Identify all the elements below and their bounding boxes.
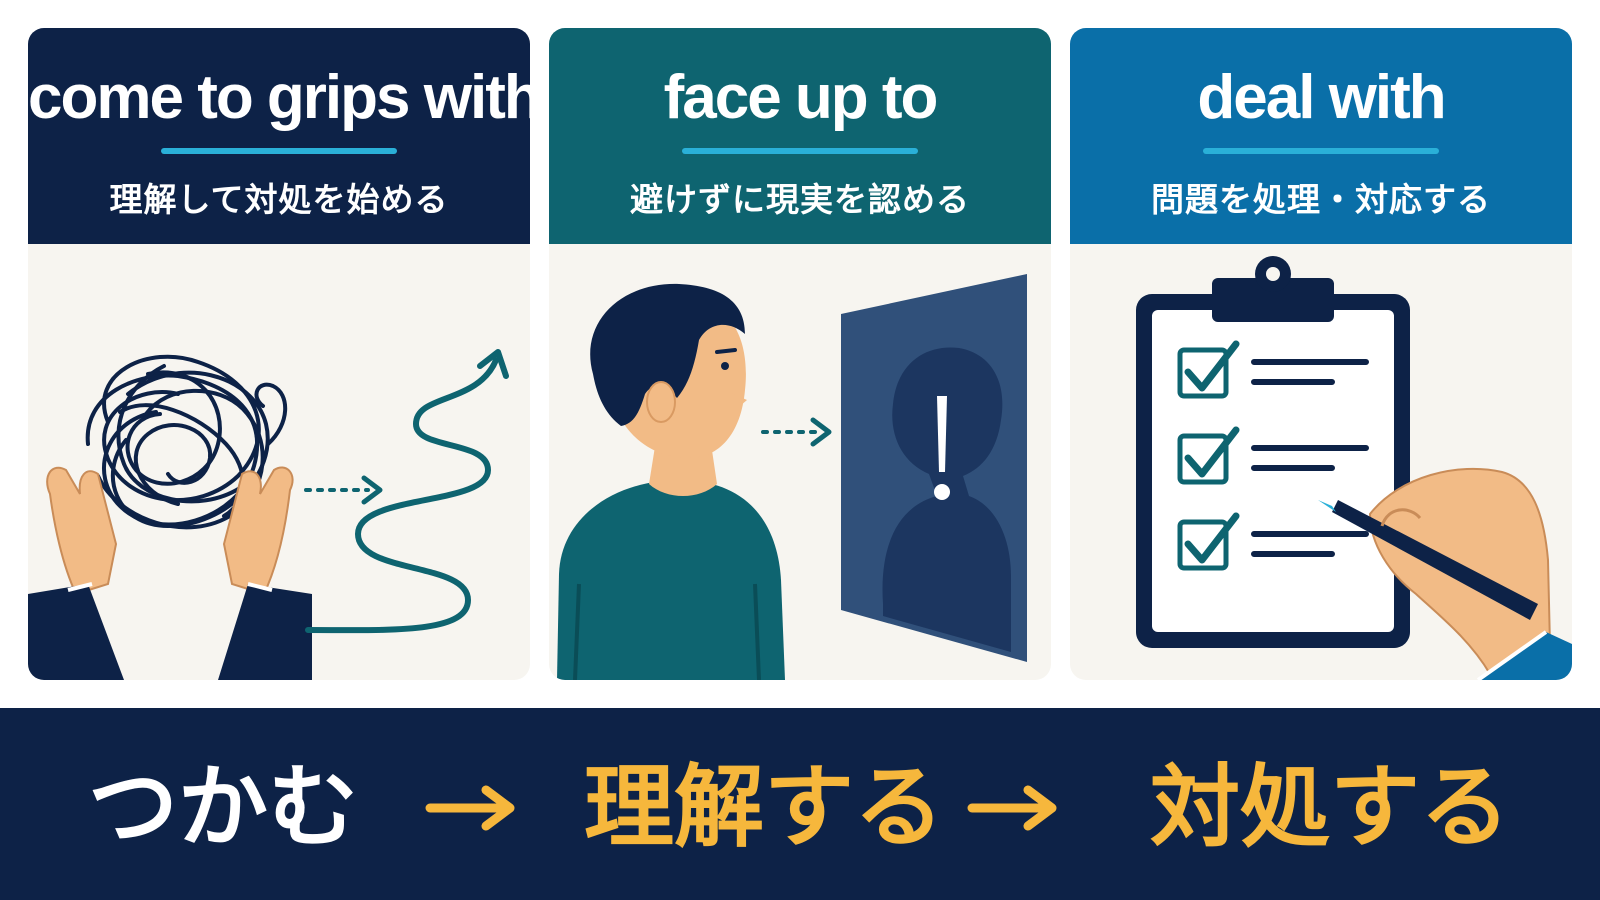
phrase-underline: [1203, 148, 1439, 154]
phrase-underline: [161, 148, 397, 154]
winding-path-icon: [305, 349, 509, 634]
card-header: face up to 避けずに現実を認める: [549, 28, 1051, 244]
clipboard-icon: [1136, 256, 1410, 648]
hand-writing-pen-icon: [1318, 467, 1572, 680]
tangled-yarn-to-path-icon: [28, 349, 509, 680]
card-header: come to grips with 理解して対処を始める: [28, 28, 530, 244]
card-meaning: 問題を処理・対応する: [1151, 180, 1491, 219]
dotted-arrow-icon: [761, 417, 832, 447]
right-arrow-icon: [967, 785, 1057, 831]
checklist-items: [1177, 340, 1369, 571]
card-come-to-grips-with: come to grips with 理解して対処を始める: [28, 28, 530, 680]
process-flow-banner: つかむ 理解する 対処する: [0, 708, 1600, 900]
hands-holding-yarn: [28, 466, 312, 680]
card-deal-with: deal with 問題を処理・対応する: [1070, 28, 1572, 680]
card-header: deal with 問題を処理・対応する: [1070, 28, 1572, 244]
card-face-up-to: face up to 避けずに現実を認める: [549, 28, 1051, 680]
dotted-arrow-icon: [304, 475, 383, 505]
card-meaning: 避けずに現実を認める: [630, 180, 970, 219]
flow-step-grasp: つかむ: [88, 755, 358, 860]
card-phrase: face up to: [663, 63, 939, 132]
person-facing-mirror-icon: [557, 274, 1027, 680]
card-phrase: deal with: [1197, 63, 1446, 132]
phrase-underline: [682, 148, 918, 154]
card-meaning: 理解して対処を始める: [109, 180, 449, 219]
mirror-icon: [841, 274, 1027, 662]
card-phrase: come to grips with: [28, 63, 530, 132]
flow-step-understand: 理解する: [584, 755, 944, 860]
clipboard-checklist-icon: [1136, 256, 1572, 680]
right-arrow-icon: [425, 785, 515, 831]
flow-step-deal: 対処する: [1150, 755, 1510, 860]
person-figure: [557, 283, 785, 680]
